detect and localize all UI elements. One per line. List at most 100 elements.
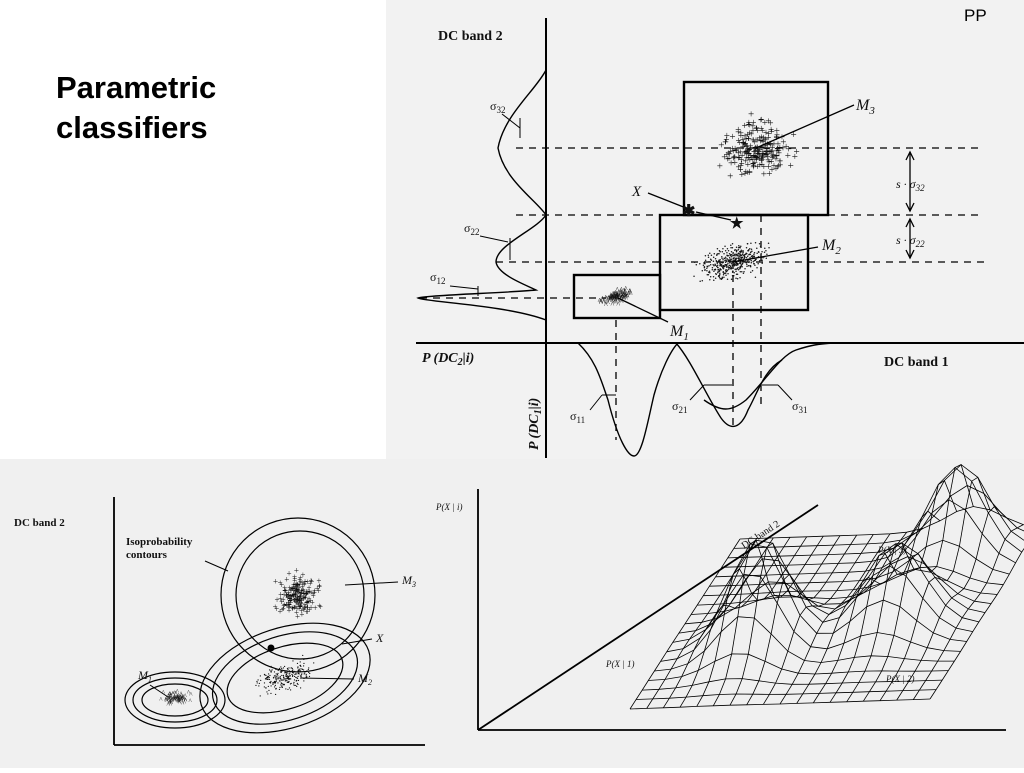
scatter-point: · — [278, 676, 282, 688]
scatter-point: + — [732, 157, 738, 169]
scatter-point: + — [293, 590, 298, 600]
scatter-point: + — [302, 577, 307, 587]
scatter-point: + — [739, 169, 745, 181]
scatter-point: · — [735, 255, 739, 270]
scatter-point: · — [280, 678, 284, 690]
scatter-point: + — [754, 125, 760, 137]
scatter-point: ^ — [171, 695, 175, 703]
scatter-point: · — [742, 249, 746, 264]
scatter-point: · — [283, 676, 287, 688]
scatter-point: ^ — [601, 295, 605, 304]
iso-contour-label-1: Isoprobability — [126, 536, 193, 548]
scatter-point: · — [715, 259, 719, 274]
scatter-point: ^ — [608, 294, 612, 303]
scatter-point: · — [732, 268, 736, 283]
scatter-point: + — [273, 576, 278, 586]
scatter-point: · — [295, 681, 299, 693]
scatter-point: ^ — [181, 694, 185, 702]
scatter-point: + — [289, 594, 294, 604]
scatter-point: · — [278, 676, 282, 688]
scatter-point: · — [734, 267, 738, 282]
scatter-point: · — [732, 265, 736, 280]
scatter-point: · — [693, 254, 697, 269]
scatter-point: ^ — [615, 293, 619, 302]
scatter-point: · — [727, 254, 731, 269]
scatter-point: ^ — [170, 698, 174, 706]
scatter-point: + — [309, 576, 314, 586]
scatter-point: ^ — [184, 697, 188, 705]
scatter-point: · — [274, 683, 278, 695]
scatter-point: + — [753, 152, 759, 164]
scatter-point: · — [701, 257, 705, 272]
scatter-point: ^ — [179, 693, 183, 701]
scatter-point: + — [738, 127, 744, 139]
scatter-point: · — [702, 259, 706, 274]
scatter-point: · — [285, 666, 289, 678]
scatter-point: · — [296, 671, 300, 683]
scatter-point: · — [255, 677, 259, 689]
scatter-point: ^ — [165, 697, 169, 705]
scatter-point: · — [733, 253, 737, 268]
scatter-point: + — [752, 142, 758, 154]
scatter-point: + — [275, 595, 280, 605]
scatter-point: · — [273, 680, 277, 692]
scatter-point: · — [700, 273, 704, 288]
scatter-point: · — [721, 261, 725, 276]
scatter-point: ^ — [616, 300, 620, 309]
scatter-point: + — [294, 585, 299, 595]
scatter-point: · — [735, 257, 739, 272]
scatter-point: · — [727, 254, 731, 269]
scatter-point: + — [769, 164, 775, 176]
scatter-point: · — [733, 251, 737, 266]
scatter-point: · — [706, 259, 710, 274]
scatter-point: + — [290, 604, 295, 614]
scatter-point: + — [770, 151, 776, 163]
scatter-point: ^ — [173, 689, 177, 697]
scatter-point: · — [720, 244, 724, 259]
scatter-point: · — [294, 676, 298, 688]
scatter-point: · — [750, 263, 754, 278]
scatter-point: · — [739, 252, 743, 267]
scatter-point: + — [283, 586, 288, 596]
band1-axis-label: DC band 1 — [884, 355, 949, 370]
scatter-point: + — [294, 586, 299, 596]
scatter-point: · — [268, 674, 272, 686]
scatter-point: + — [780, 137, 786, 149]
scatter-point: + — [750, 158, 756, 170]
scatter-point: ^ — [628, 287, 632, 296]
scatter-point: + — [742, 168, 748, 180]
scatter-point: · — [739, 242, 743, 257]
scatter-point: · — [718, 265, 722, 280]
scatter-point: · — [269, 661, 273, 673]
scatter-point: · — [722, 265, 726, 280]
scatter-point: + — [751, 146, 757, 158]
scatter-point: ^ — [175, 693, 179, 701]
scatter-point: · — [297, 675, 301, 687]
scatter-point: ^ — [604, 294, 608, 303]
scatter-point: · — [267, 669, 271, 681]
scatter-point: · — [725, 259, 729, 274]
scatter-point: · — [747, 247, 751, 262]
scatter-point: · — [279, 667, 283, 679]
scatter-point: + — [298, 593, 303, 603]
scatter-point: + — [766, 147, 772, 159]
scatter-point: · — [266, 688, 270, 700]
scatter-point: · — [752, 249, 756, 264]
scatter-point: · — [280, 682, 284, 694]
scatter-point: + — [312, 588, 317, 598]
scatter-point: ^ — [629, 289, 633, 298]
scatter-point: · — [741, 244, 745, 259]
surface-label-3: P(X | 3) — [877, 545, 906, 555]
scatter-point: · — [267, 685, 271, 697]
scatter-point: · — [716, 265, 720, 280]
scatter-point: · — [745, 259, 749, 274]
scatter-point: · — [738, 261, 742, 276]
scatter-point: · — [713, 262, 717, 277]
scatter-point: ^ — [167, 695, 171, 703]
scatter-point: + — [286, 588, 291, 598]
scatter-point: · — [280, 678, 284, 690]
scatter-point: · — [725, 264, 729, 279]
scatter-point: + — [764, 146, 770, 158]
scatter-point: · — [727, 253, 731, 268]
scatter-point: + — [757, 135, 763, 147]
